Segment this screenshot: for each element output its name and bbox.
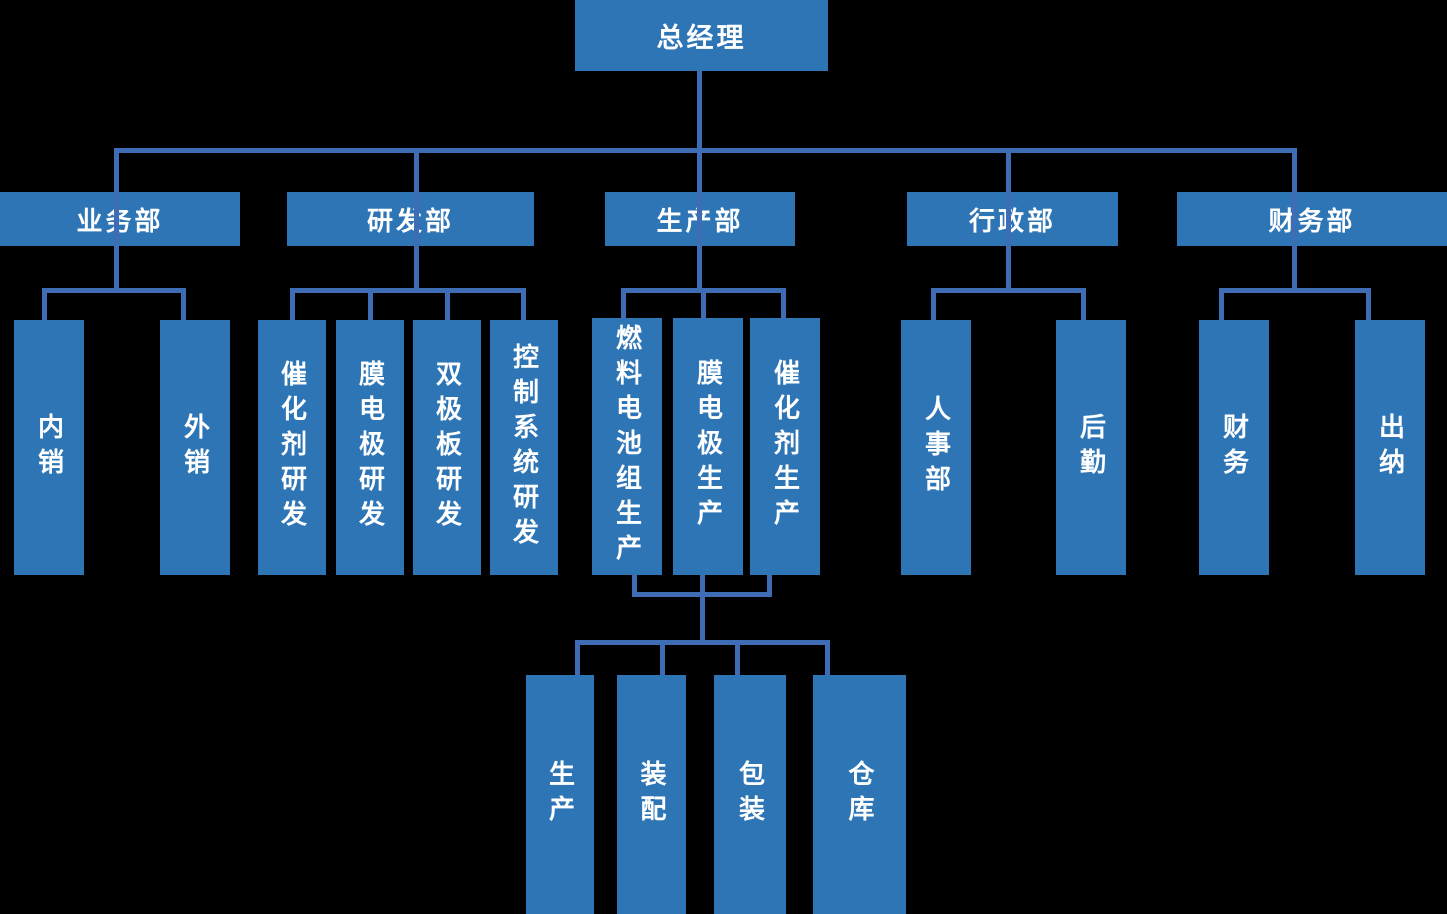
node-membrane-electrode-production: 膜电极生产 [673, 318, 743, 575]
node-cashier: 出纳 [1355, 320, 1425, 575]
connector-drop-export-sales [181, 288, 186, 320]
connector-drop-packaging-unit [735, 640, 740, 675]
connector-drop-domestic-sales [42, 288, 47, 320]
connector-rail-rnd [290, 288, 526, 293]
connector-merge-vertical [700, 575, 705, 645]
node-fuel-cell-stack-production: 燃料电池组生产 [592, 318, 662, 575]
node-dept-admin: 行政部 [907, 192, 1118, 246]
node-general-manager: 总经理 [575, 0, 828, 71]
connector-drop-logistics [1081, 288, 1086, 320]
connector-root-vertical [697, 71, 702, 293]
connector-drop-business [114, 148, 119, 293]
connector-drop-assembly-unit [660, 640, 665, 675]
connector-drop-membrane-electrode-production [701, 288, 706, 320]
node-domestic-sales: 内销 [14, 320, 84, 575]
node-membrane-electrode-rnd: 膜电极研发 [336, 320, 404, 575]
connector-drop-admin [1006, 148, 1011, 293]
node-dept-finance: 财务部 [1177, 192, 1447, 246]
connector-rail-admin [931, 288, 1086, 293]
node-dept-business: 业务部 [0, 192, 240, 246]
connector-drop-finance [1292, 148, 1297, 293]
node-finance-accounting: 财务 [1199, 320, 1269, 575]
node-export-sales: 外销 [160, 320, 230, 575]
connector-drop-control-system-rnd [521, 288, 526, 320]
connector-drop-warehouse-unit [825, 640, 830, 675]
connector-merge-stub-fuel-cell [632, 575, 637, 597]
node-production-unit: 生产 [526, 675, 594, 914]
node-dept-rnd: 研发部 [287, 192, 534, 246]
connector-drop-membrane-electrode-rnd [368, 288, 373, 320]
connector-drop-production-unit [575, 640, 580, 675]
node-bipolar-plate-rnd: 双极板研发 [413, 320, 481, 575]
node-logistics: 后勤 [1056, 320, 1126, 575]
connector-drop-rnd [414, 148, 419, 293]
connector-drop-fuel-cell-production [621, 288, 626, 320]
connector-rail-level1 [114, 148, 1297, 153]
node-hr: 人事部 [901, 320, 971, 575]
connector-drop-catalyst-rnd [290, 288, 295, 320]
node-catalyst-rnd: 催化剂研发 [258, 320, 326, 575]
connector-drop-bipolar-plate-rnd [445, 288, 450, 320]
connector-drop-finance-accounting [1219, 288, 1224, 320]
connector-drop-catalyst-production [781, 288, 786, 320]
connector-rail-subunits [575, 640, 830, 645]
node-packaging-unit: 包装 [714, 675, 786, 914]
node-warehouse-unit: 仓库 [813, 675, 906, 914]
connector-merge-stub-catalyst [767, 575, 772, 597]
connector-drop-cashier [1366, 288, 1371, 320]
connector-drop-hr [931, 288, 936, 320]
connector-rail-finance [1219, 288, 1371, 293]
node-assembly-unit: 装配 [617, 675, 686, 914]
node-catalyst-production: 催化剂生产 [750, 318, 820, 575]
connector-rail-business [42, 288, 186, 293]
node-control-system-rnd: 控制系统研发 [490, 320, 558, 575]
